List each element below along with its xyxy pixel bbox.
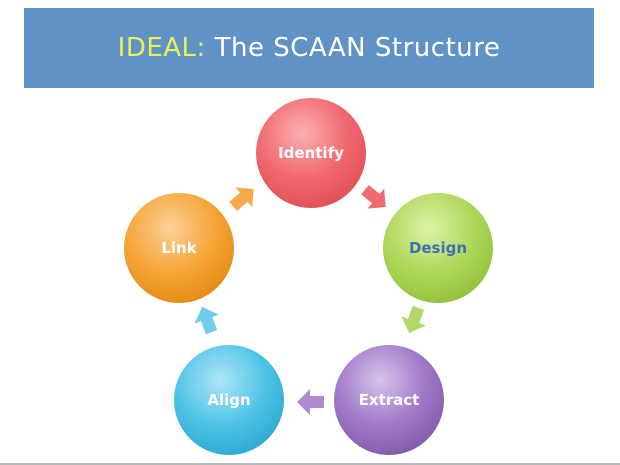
- arrow-align-to-link: [194, 306, 219, 335]
- node-label-design: Design: [409, 239, 467, 257]
- title-rest: The SCAAN Structure: [205, 33, 501, 63]
- node-extract: Extract: [334, 345, 444, 455]
- node-label-link: Link: [161, 239, 197, 257]
- title-bar: IDEAL: The SCAAN Structure: [24, 8, 594, 88]
- node-label-align: Align: [207, 391, 250, 409]
- node-align: Align: [174, 345, 284, 455]
- node-label-extract: Extract: [359, 391, 420, 409]
- node-design: Design: [383, 193, 493, 303]
- arrow-extract-to-align: [297, 389, 324, 415]
- title-prefix: IDEAL:: [117, 33, 206, 63]
- node-identify: Identify: [256, 98, 366, 208]
- slide-bottom-border: [0, 463, 620, 465]
- slide-title: IDEAL: The SCAAN Structure: [118, 33, 501, 63]
- arrow-identify-to-design: [361, 185, 386, 209]
- arrow-link-to-identify: [229, 187, 254, 211]
- node-label-identify: Identify: [278, 144, 344, 162]
- node-link: Link: [124, 193, 234, 303]
- arrow-design-to-extract: [401, 305, 426, 334]
